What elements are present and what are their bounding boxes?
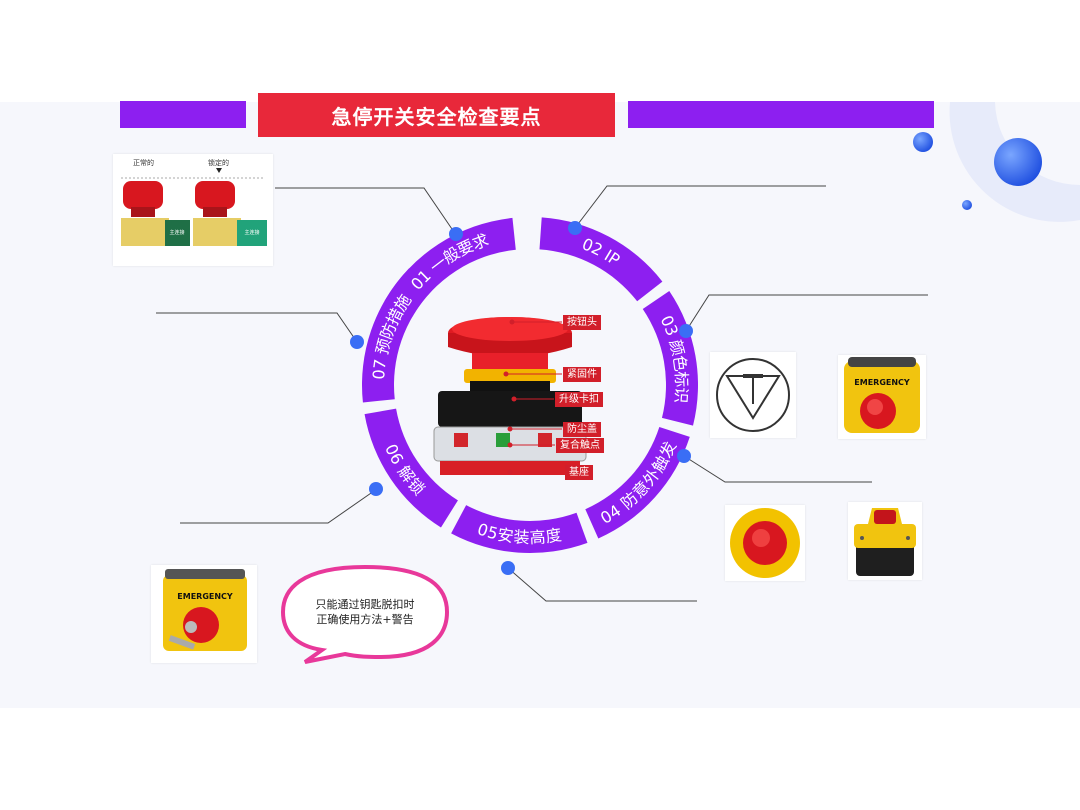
- bubble-text: 只能通过钥匙脱扣时 正确使用方法+警告: [290, 597, 440, 627]
- bubble-line-1: 只能通过钥匙脱扣时: [290, 597, 440, 612]
- bubble-line-2: 正确使用方法+警告: [290, 612, 440, 627]
